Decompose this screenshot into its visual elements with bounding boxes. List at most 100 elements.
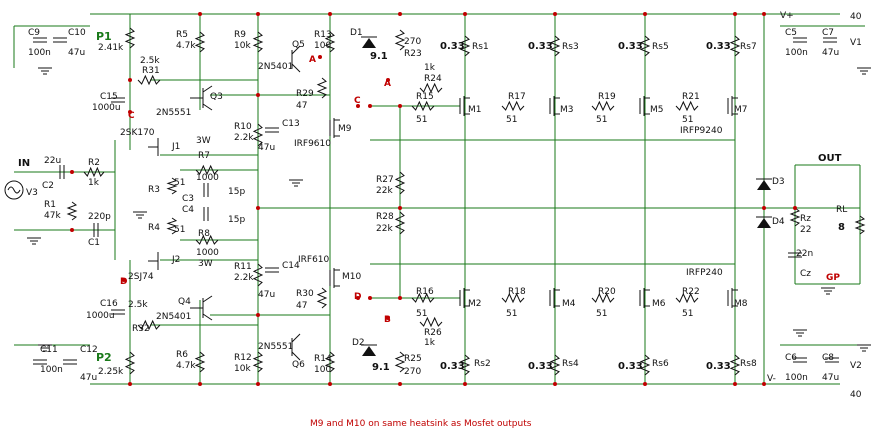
label-c2-val: 22u [44, 156, 61, 166]
resistors [66, 27, 866, 376]
junction-dot [553, 382, 557, 386]
resistor-symbol [324, 31, 336, 53]
junction-dot [122, 278, 126, 282]
junction-dot [356, 296, 360, 300]
resistor-symbol [66, 201, 78, 221]
label-rs4: Rs4 [562, 359, 579, 369]
label-p2: P2 [96, 351, 112, 364]
label-m2: M2 [468, 299, 482, 309]
label-m8-type: IRFP240 [686, 268, 723, 278]
label-r7-w: 3W [196, 136, 211, 146]
resistor-symbol [729, 35, 741, 57]
resistor-symbol [124, 351, 136, 375]
wiring [13, 13, 865, 385]
label-r24-val: 1k [424, 63, 436, 73]
label-r12-val: 10k [234, 364, 251, 374]
junction-dot [70, 170, 74, 174]
junction-dot [256, 382, 260, 386]
signal-source-v3 [4, 180, 24, 200]
label-j2-type: 2SJ74 [128, 272, 154, 282]
junction-dot [198, 382, 202, 386]
label-r15: R15 [416, 92, 434, 102]
resistor-symbol [549, 354, 561, 376]
resistor-symbol [194, 351, 206, 373]
label-r6: R6 [176, 350, 188, 360]
label-r16-val: 51 [416, 309, 427, 319]
junction-dot [463, 382, 467, 386]
label-q6: Q6 [292, 360, 305, 370]
label-d3: D3 [772, 177, 785, 187]
node-a-top: A [309, 55, 316, 65]
label-r1-val: 47k [44, 211, 61, 221]
label-r15-val: 51 [416, 115, 427, 125]
label-c16: C16 [100, 299, 118, 309]
label-c14-val: 47u [258, 290, 275, 300]
label-rs1: Rs1 [472, 42, 489, 52]
zener-d2 [361, 344, 377, 356]
grounds [27, 67, 871, 352]
label-c7: C7 [822, 28, 834, 38]
junction-dot [256, 93, 260, 97]
label-r5-val: 4.7k [176, 41, 196, 51]
resistor-symbol [501, 292, 525, 304]
label-m4: M4 [562, 299, 576, 309]
label-q5: Q5 [292, 40, 305, 50]
junction-dot [70, 228, 74, 232]
junction-dot [198, 12, 202, 16]
node-d-bus: D [354, 292, 361, 302]
label-r27-val: 22k [376, 186, 393, 196]
label-rs5-val: 0.33 [618, 41, 643, 52]
label-r12: R12 [234, 353, 252, 363]
label-c7-val: 47u [822, 48, 839, 58]
resistor-symbol [501, 100, 525, 112]
label-c3-val: 15p [228, 187, 245, 197]
junction-dot [128, 110, 132, 114]
resistor-symbol [195, 234, 219, 246]
label-c9-val: 100n [28, 48, 51, 58]
resistor-symbol [459, 354, 471, 376]
label-c6-val: 100n [785, 373, 808, 383]
resistor-symbol [195, 164, 219, 176]
label-c14: C14 [282, 261, 300, 271]
mosfets [329, 96, 738, 308]
label-m7: M7 [734, 105, 748, 115]
label-r29-val: 47 [296, 101, 307, 111]
label-r11-val: 2.2k [234, 273, 254, 283]
label-r20: R20 [598, 287, 616, 297]
label-rs1-val: 0.33 [440, 41, 465, 52]
label-vminus: V- [767, 374, 776, 384]
label-r31: R31 [142, 66, 160, 76]
resistor-symbol [419, 82, 443, 94]
label-rs8: Rs8 [740, 359, 757, 369]
transistor-q3 [190, 85, 213, 111]
resistor-symbol [166, 217, 178, 235]
label-r19: R19 [598, 92, 616, 102]
resistor-symbol [591, 100, 615, 112]
label-r25-val: 270 [404, 367, 421, 377]
label-c11-val: 100n [40, 365, 63, 375]
junction-dot [398, 296, 402, 300]
resistor-symbol [639, 35, 651, 57]
zener-d1 [361, 36, 377, 48]
resistor-symbol [675, 100, 699, 112]
label-rs6: Rs6 [652, 359, 669, 369]
junction-dot [368, 104, 372, 108]
label-j1: J1 [171, 142, 180, 152]
label-c4: C4 [182, 205, 194, 215]
resistor-symbol [854, 215, 866, 235]
label-r4: R4 [148, 223, 160, 233]
label-c1: C1 [88, 238, 100, 248]
label-rz-val: 22 [800, 225, 811, 235]
label-r22-val: 51 [682, 309, 693, 319]
label-c12-val: 47u [80, 373, 97, 383]
label-d1-val: 9.1 [370, 51, 388, 62]
label-v2: V2 [850, 361, 862, 371]
label-rs3: Rs3 [562, 42, 579, 52]
resistor-symbol [729, 354, 741, 376]
label-c3: C3 [182, 194, 194, 204]
label-r11: R11 [234, 262, 252, 272]
label-v1-val: 40 [850, 12, 862, 22]
label-r18-val: 51 [506, 309, 517, 319]
label-m8: M8 [734, 299, 748, 309]
label-c10-val: 47u [68, 48, 85, 58]
